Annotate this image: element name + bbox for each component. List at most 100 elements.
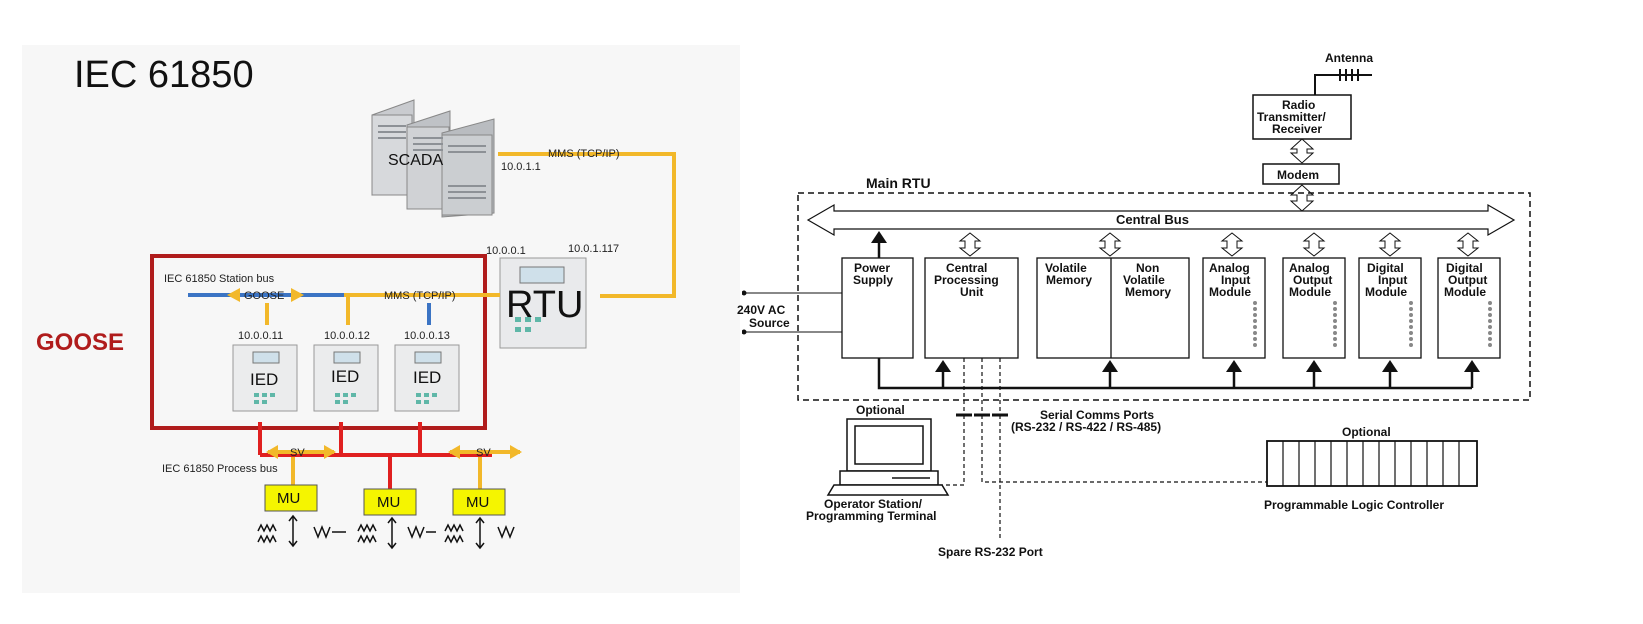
- ied3-ip: 10.0.0.13: [404, 330, 450, 342]
- mu1-box: [264, 484, 318, 512]
- ied3-label: IED: [413, 368, 441, 387]
- power-distribution-line: [877, 358, 1472, 390]
- sv-right-label: SV: [476, 447, 491, 459]
- ied2-ip: 10.0.0.12: [324, 330, 370, 342]
- mu3-label: MU: [466, 494, 489, 511]
- nonvolatile-memory-label-3: Memory: [1125, 285, 1171, 299]
- digital-input-label-1: Digital: [1367, 261, 1404, 275]
- digital-output-label-1: Digital: [1446, 261, 1483, 275]
- nonvolatile-memory-label-1: Non: [1136, 261, 1159, 275]
- plc-box: [1266, 440, 1478, 487]
- ip-rtu-b: 10.0.1.117: [568, 243, 619, 255]
- central-bus-label: Central Bus: [1116, 212, 1189, 227]
- goose-label: GOOSE: [36, 329, 124, 356]
- mu2-box: [363, 488, 417, 516]
- ac-terminal-1: [741, 290, 747, 296]
- ip-rtu-a: 10.0.0.1: [486, 245, 526, 257]
- mms-link-top: [498, 152, 676, 298]
- radio-label-1: Radio: [1282, 98, 1315, 112]
- rtu-device-icon: [499, 257, 587, 349]
- ied3-device-icon: [394, 344, 460, 412]
- digital-output-label-2: Output: [1448, 273, 1487, 287]
- antenna-label: Antenna: [1325, 51, 1373, 65]
- ied1-label: IED: [250, 370, 278, 389]
- power-supply-label-2: Supply: [853, 273, 893, 287]
- ied2-device-icon: [313, 344, 379, 412]
- goose-arrow-right: [291, 288, 304, 302]
- power-supply-label-1: Power: [854, 261, 890, 275]
- antenna-icon: [1314, 69, 1372, 95]
- analog-output-label-2: Output: [1293, 273, 1332, 287]
- volatile-memory-label-2: Memory: [1046, 273, 1092, 287]
- optional-station-label: Optional: [856, 403, 905, 417]
- mu2-label: MU: [377, 494, 400, 511]
- module-digital-output: [1437, 257, 1501, 359]
- ied1-device-icon: [232, 344, 298, 412]
- module-cpu: [924, 257, 1019, 359]
- process-bus-label: IEC 61850 Process bus: [162, 463, 278, 475]
- cpu-port-lines: [932, 358, 1267, 540]
- sensor-symbols: [257, 514, 515, 550]
- analog-input-label-3: Module: [1209, 285, 1251, 299]
- radio-box: [1252, 94, 1352, 140]
- volatile-memory-label-1: Volatile: [1045, 261, 1087, 275]
- power-up-arrowhead: [871, 231, 887, 243]
- sv-left-label: SV: [290, 447, 305, 459]
- digital-input-label-2: Input: [1378, 273, 1407, 287]
- spare-port-label: Spare RS-232 Port: [938, 545, 1043, 559]
- sv-right-arrow-right: [510, 445, 522, 459]
- ied1-ip: 10.0.0.11: [238, 330, 283, 342]
- goose-arrow-label: GOOSE: [244, 290, 284, 302]
- serial-ports-label-1: Serial Comms Ports: [1040, 408, 1154, 422]
- goose-frame: [150, 254, 487, 430]
- serial-ports-label-2: (RS-232 / RS-422 / RS-485): [1011, 420, 1161, 434]
- computer-icon: [826, 418, 950, 496]
- module-power-supply: [841, 257, 914, 359]
- rtu-svg: Antenna Radio Transmitter/ Receiver Mode…: [741, 51, 1531, 559]
- plc-label: Programmable Logic Controller: [1264, 498, 1444, 512]
- modem-bus-arrow: [1289, 184, 1315, 212]
- sv-right-arrow-left: [448, 445, 460, 459]
- main-rtu-frame: [797, 192, 1531, 401]
- ac-source-svg: 240V AC Source: [737, 303, 790, 330]
- io-channel-dots: [1253, 301, 1492, 347]
- mu3-box: [452, 488, 506, 516]
- central-bus-arrow: [806, 203, 1516, 237]
- mms-top-label: MMS (TCP/IP): [548, 148, 620, 160]
- rtu-block-diagram: Antenna Radio Transmitter/ Receiver Mode…: [741, 45, 1632, 593]
- ied2-label: IED: [331, 367, 359, 386]
- optional-plc-label: Optional: [1342, 425, 1391, 439]
- iec61850-diagram: IEC 61850 SCADA MMS (TCP/IP): [22, 45, 740, 593]
- ac-source-line1: 240V AC: [737, 303, 786, 317]
- analog-input-label-2: Input: [1221, 273, 1250, 287]
- ac-source-line2: Source: [749, 316, 790, 330]
- diagram-title: IEC 61850: [74, 54, 254, 96]
- digital-output-label-3: Module: [1444, 285, 1486, 299]
- radio-modem-arrow: [1289, 138, 1315, 164]
- goose-arrow-left: [227, 288, 240, 302]
- nonvolatile-memory-label-2: Volatile: [1123, 273, 1165, 287]
- modem-label: Modem: [1277, 168, 1319, 182]
- cpu-label-2: Processing: [934, 273, 999, 287]
- cpu-label-3: Unit: [960, 285, 983, 299]
- scada-server-icon: [371, 99, 495, 218]
- module-memory: [1036, 257, 1190, 359]
- iec61850-svg: IEC 61850 SCADA MMS (TCP/IP): [36, 54, 676, 550]
- radio-label-3: Receiver: [1272, 122, 1322, 136]
- analog-input-label-1: Analog: [1209, 261, 1250, 275]
- digital-input-label-3: Module: [1365, 285, 1407, 299]
- ac-terminal-2: [741, 329, 747, 335]
- sv-left-arrow-left: [266, 445, 278, 459]
- station-bus-label: IEC 61850 Station bus: [164, 273, 275, 285]
- operator-station-label-1: Operator Station/: [824, 497, 923, 511]
- power-distribution-arrows: [935, 360, 1480, 388]
- radio-label-2: Transmitter/: [1257, 110, 1326, 124]
- ip-scada: 10.0.1.1: [501, 161, 541, 173]
- plc-slots: [1282, 441, 1460, 486]
- modem-box: [1262, 163, 1340, 185]
- mu1-label: MU: [277, 490, 300, 507]
- bus-module-arrows: [958, 232, 1480, 257]
- cpu-label-1: Central: [946, 261, 987, 275]
- sv-left-arrow-right: [324, 445, 336, 459]
